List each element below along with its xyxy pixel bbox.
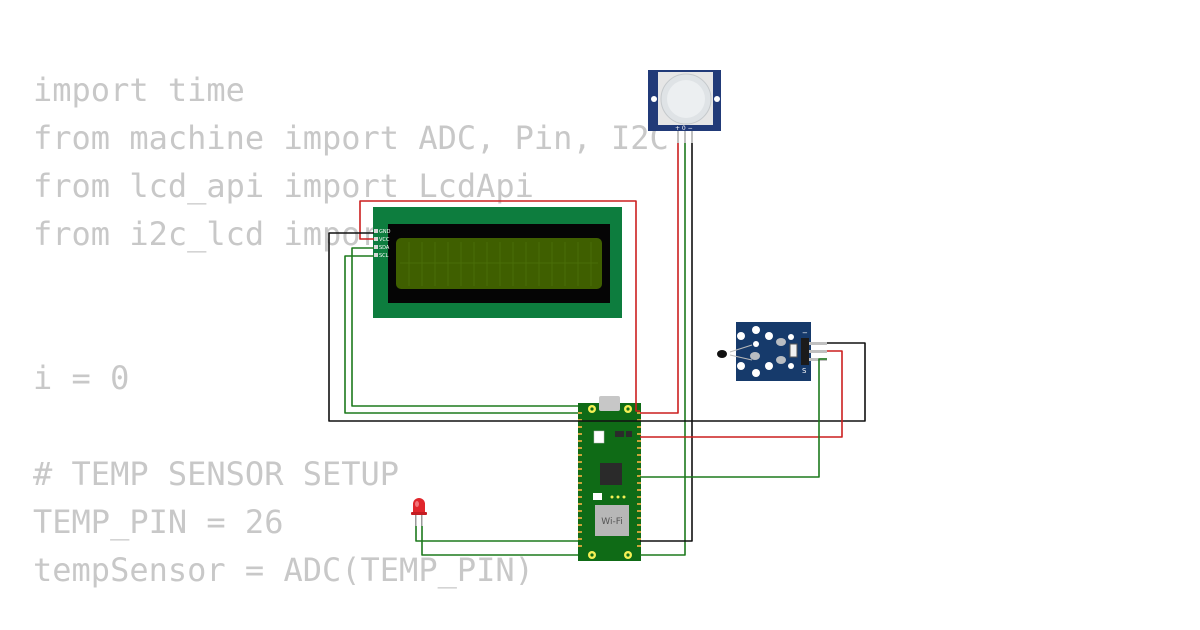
temp-module-resistor <box>789 343 798 358</box>
temperature-sensor-module[interactable]: − S <box>717 322 827 381</box>
wire-lcd-gnd-black <box>328 232 640 422</box>
wire-lcd-vcc-red <box>359 200 640 412</box>
wire-pir-vcc-red <box>640 143 679 414</box>
pir-mount-hole-left <box>651 96 657 102</box>
code-line: # TEMP SENSOR SETUP <box>33 455 400 493</box>
pir-pin-out <box>684 131 686 143</box>
wire-pir-out-green <box>640 143 686 556</box>
temp-module-board <box>736 322 811 381</box>
pico-wifi-module <box>595 505 629 536</box>
code-line: i = 0 <box>33 359 130 397</box>
temp-module-signal-mark: S <box>802 367 807 375</box>
pir-motion-sensor[interactable]: + 0 − <box>648 70 721 143</box>
pir-pin-vcc <box>677 131 679 143</box>
thermistor-lead <box>729 344 753 353</box>
wire-temp-gnd-black <box>640 342 866 422</box>
wire-led-anode-green <box>415 526 578 542</box>
pico-debug-marker <box>593 493 602 500</box>
lcd-pin-sda-label: SDA <box>379 245 390 251</box>
raspberry-pi-pico-w[interactable]: Wi-Fi <box>578 396 641 561</box>
wire-temp-signal-green <box>640 358 827 478</box>
pico-usb-connector[interactable] <box>599 396 620 411</box>
pico-wifi-label: Wi-Fi <box>601 517 622 527</box>
wire-temp-vcc-red <box>640 350 843 438</box>
pico-rp2040-chip <box>600 463 622 485</box>
pico-castellated-pins <box>578 412 641 547</box>
thermistor-bead <box>717 350 727 358</box>
wire-led-cathode-green <box>421 526 578 556</box>
lcd-pin-scl-label: SCL <box>379 253 389 259</box>
lcd-pin-vcc-label: VCC <box>379 237 390 243</box>
lcd-pin-gnd-label: GND <box>379 229 391 235</box>
wires <box>328 143 866 556</box>
pir-pin-gnd <box>691 131 693 143</box>
pir-mount-hole-right <box>714 96 720 102</box>
code-line: TEMP_PIN = 26 <box>33 503 284 541</box>
code-line: from machine import ADC, Pin, I2C <box>33 119 669 157</box>
wire-pir-gnd-black <box>640 143 693 542</box>
pir-dome-highlight <box>667 80 705 118</box>
lcd-pin-header: GND VCC SDA SCL <box>374 229 391 259</box>
code-line: tempSensor = ADC(TEMP_PIN) <box>33 551 534 589</box>
pir-pin-labels: + 0 − <box>675 125 693 132</box>
red-led[interactable] <box>411 498 427 526</box>
lcd-display[interactable]: GND VCC SDA SCL <box>373 207 622 318</box>
led-body <box>413 498 425 513</box>
lcd-character-grid <box>400 242 598 286</box>
wire-lcd-sda-green <box>351 247 578 407</box>
wire-lcd-scl-green <box>344 255 578 414</box>
code-line: import time <box>33 71 245 109</box>
temp-module-pin-header <box>801 338 809 365</box>
code-line: from lcd_api import LcdApi <box>33 167 534 205</box>
code-background: import time from machine import ADC, Pin,… <box>33 66 669 594</box>
pico-bootsel-button[interactable] <box>593 430 605 444</box>
temp-module-minus-mark: − <box>802 329 808 337</box>
